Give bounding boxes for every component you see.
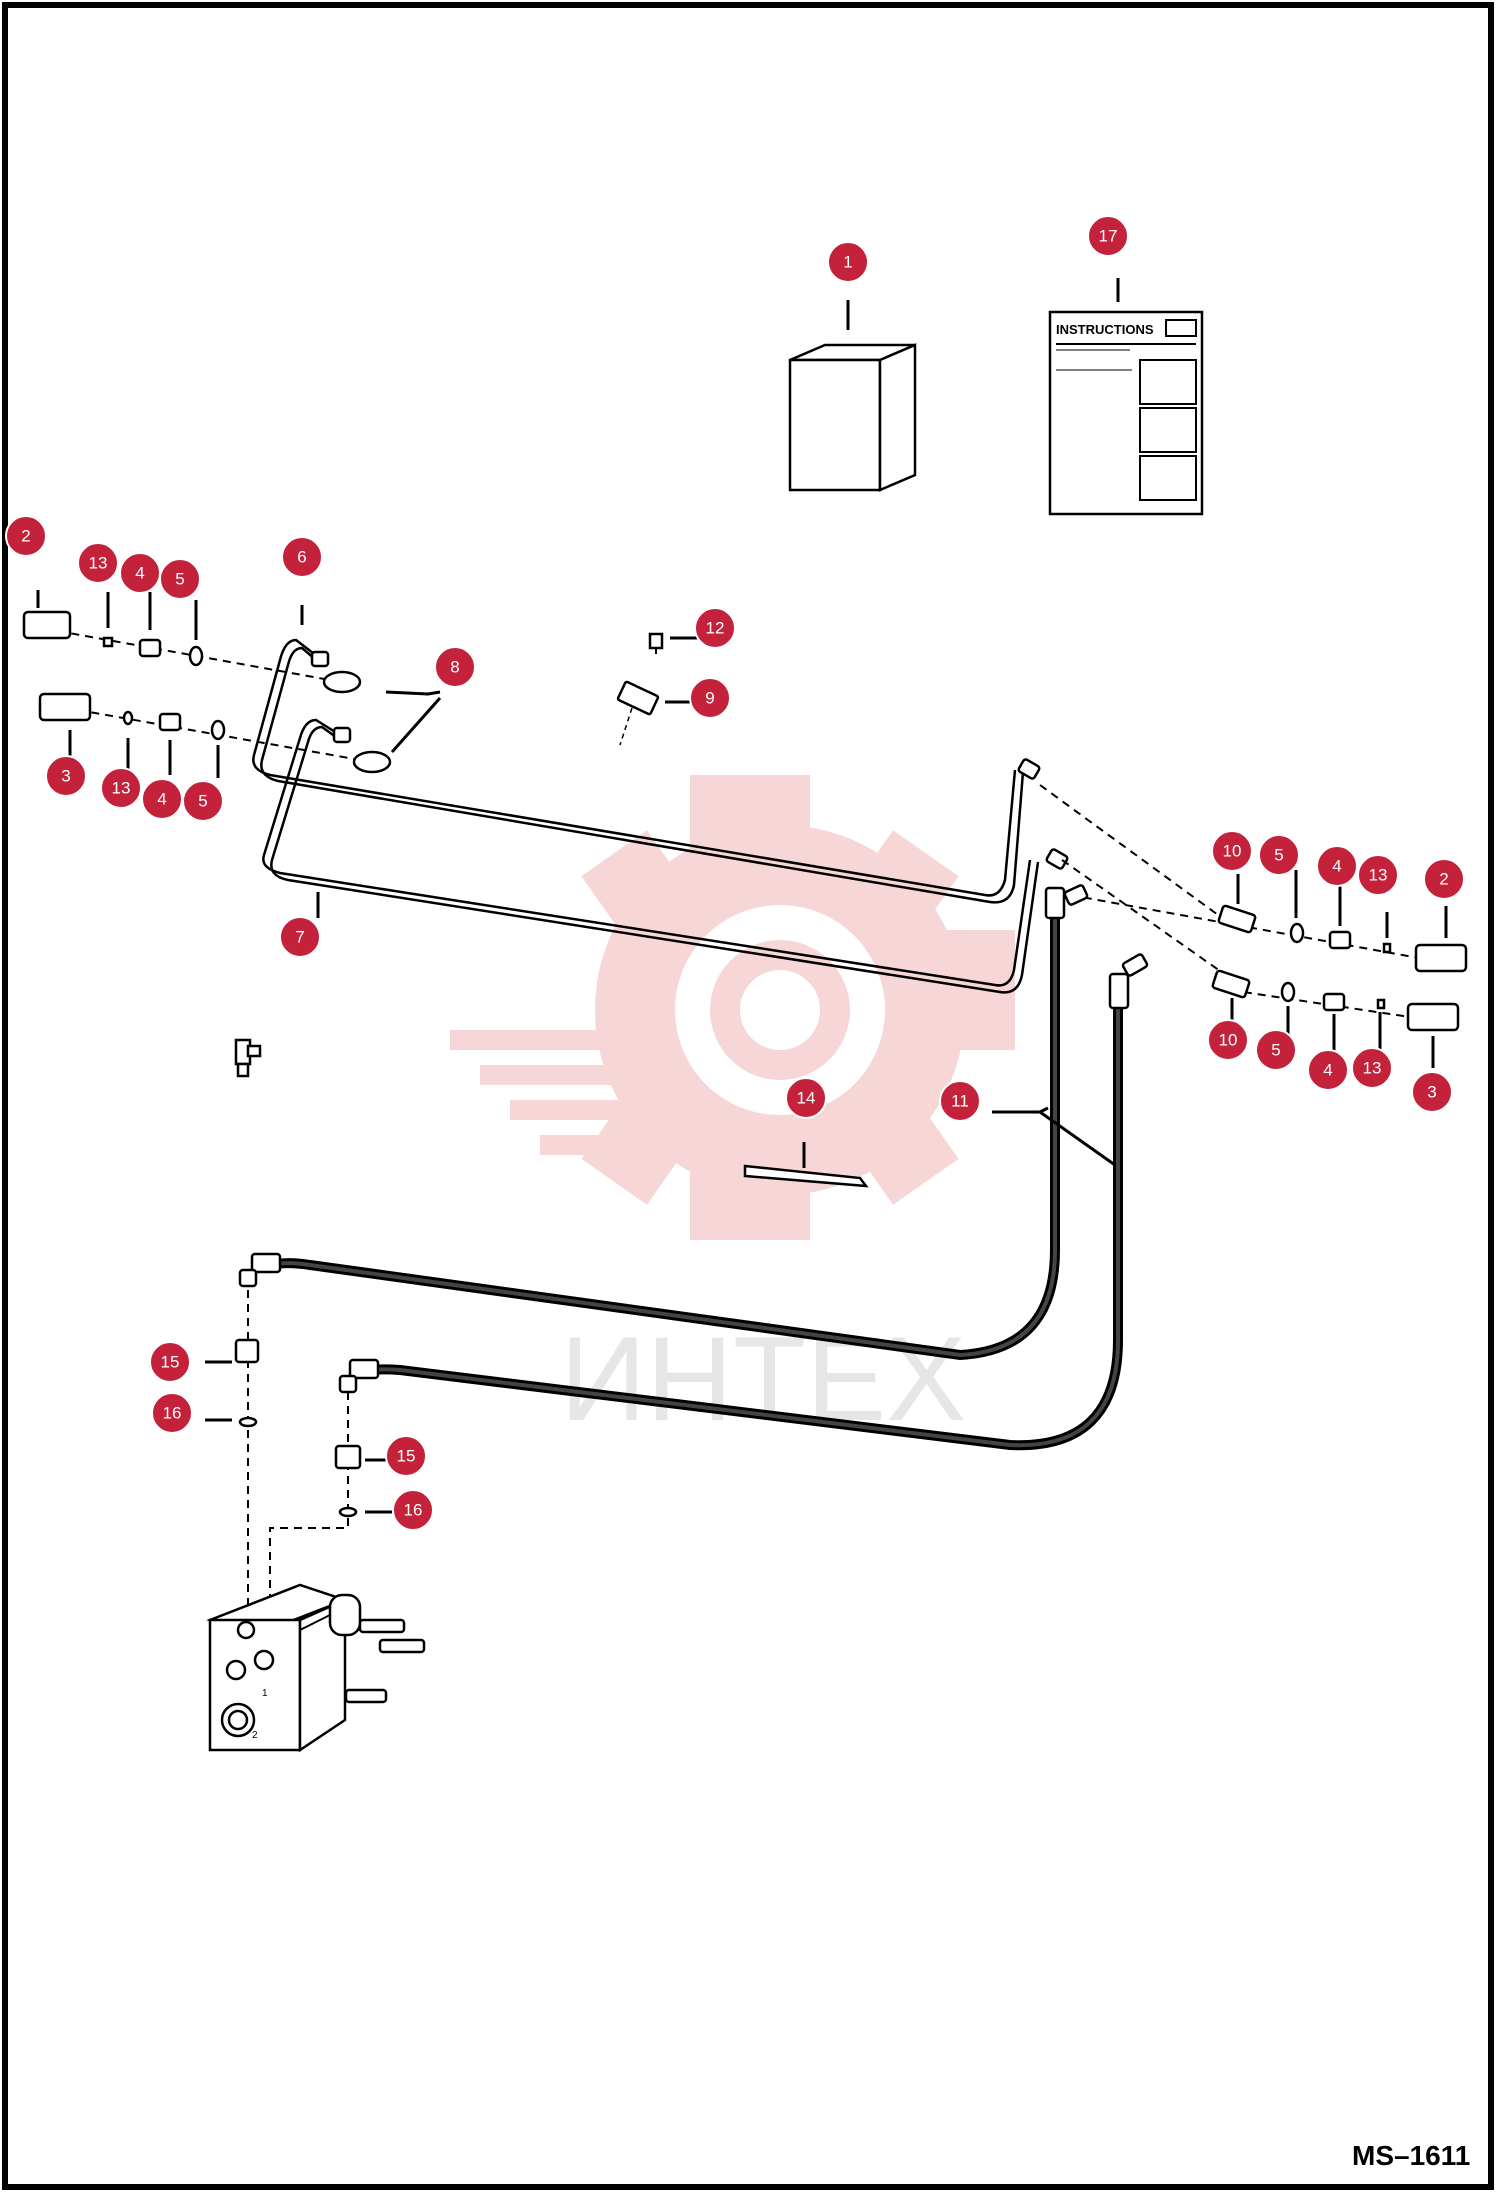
svg-text:4: 4 (1332, 857, 1341, 876)
callout-13[interactable]: 13 (77, 542, 119, 584)
svg-text:17: 17 (1099, 227, 1118, 246)
svg-text:3: 3 (1427, 1083, 1436, 1102)
svg-text:15: 15 (397, 1447, 416, 1466)
callout-14[interactable]: 14 (785, 1077, 827, 1119)
callout-13[interactable]: 13 (1351, 1047, 1393, 1089)
fitting-row-lower-left (38, 692, 392, 774)
callout-15[interactable]: 15 (385, 1435, 427, 1477)
callout-6[interactable]: 6 (281, 536, 323, 578)
svg-text:2: 2 (21, 527, 30, 546)
callout-5[interactable]: 5 (1255, 1029, 1297, 1071)
watermark-text: ИНТЕХ (560, 1312, 966, 1446)
callout-17[interactable]: 17 (1087, 215, 1129, 257)
svg-text:5: 5 (1274, 846, 1283, 865)
callout-4[interactable]: 4 (141, 778, 183, 820)
bracket-parts (616, 632, 664, 746)
callout-10[interactable]: 10 (1211, 830, 1253, 872)
port-label-1: 1 (262, 1688, 268, 1699)
callout-5[interactable]: 5 (1258, 834, 1300, 876)
svg-text:12: 12 (706, 619, 725, 638)
svg-text:16: 16 (163, 1404, 182, 1423)
svg-text:4: 4 (157, 790, 166, 809)
svg-text:16: 16 (404, 1501, 423, 1520)
callout-16[interactable]: 16 (392, 1489, 434, 1531)
svg-text:11: 11 (951, 1092, 969, 1111)
callout-2[interactable]: 2 (1423, 858, 1465, 900)
callout-5[interactable]: 5 (182, 780, 224, 822)
svg-text:13: 13 (89, 554, 108, 573)
svg-text:9: 9 (705, 689, 714, 708)
rigid-tubes (252, 638, 1069, 994)
callout-16[interactable]: 16 (151, 1392, 193, 1434)
callout-8[interactable]: 8 (434, 646, 476, 688)
callout-15[interactable]: 15 (149, 1341, 191, 1383)
callout-12[interactable]: 12 (694, 607, 736, 649)
svg-text:1: 1 (843, 253, 852, 272)
callout-10[interactable]: 10 (1207, 1019, 1249, 1061)
drawing-code: MS–1611 (1352, 2140, 1470, 2171)
instructions-title: INSTRUCTIONS (1056, 322, 1154, 337)
svg-text:3: 3 (61, 767, 70, 786)
svg-text:13: 13 (112, 779, 131, 798)
svg-text:4: 4 (1323, 1061, 1332, 1080)
callout-7[interactable]: 7 (279, 916, 321, 958)
cable-tie (743, 1164, 869, 1188)
callout-4[interactable]: 4 (1307, 1049, 1349, 1091)
svg-text:2: 2 (1439, 870, 1448, 889)
svg-text:7: 7 (295, 928, 304, 947)
hydraulic-hoses (238, 884, 1149, 1451)
callout-5[interactable]: 5 (159, 558, 201, 600)
callout-13[interactable]: 13 (100, 767, 142, 809)
svg-text:6: 6 (297, 548, 306, 567)
svg-text:10: 10 (1219, 1031, 1238, 1050)
valve-manifold: 1 2 (206, 1290, 426, 1753)
instructions-sheet: INSTRUCTIONS (1048, 310, 1204, 516)
callout-11[interactable]: 11 (939, 1080, 981, 1122)
svg-text:14: 14 (797, 1089, 816, 1108)
fitting-row-lower-right (1061, 859, 1460, 1032)
fitting-row-upper-left (22, 610, 362, 694)
svg-text:13: 13 (1363, 1059, 1382, 1078)
tee-fitting (234, 1038, 262, 1078)
svg-text:10: 10 (1223, 842, 1242, 861)
part-box (788, 343, 917, 492)
svg-text:5: 5 (198, 792, 207, 811)
svg-text:15: 15 (161, 1353, 180, 1372)
callout-3[interactable]: 3 (1411, 1071, 1453, 1113)
callout-4[interactable]: 4 (1316, 845, 1358, 887)
fitting-row-upper-right (1039, 784, 1468, 973)
svg-text:4: 4 (135, 564, 144, 583)
callout-1[interactable]: 1 (827, 241, 869, 283)
svg-text:5: 5 (175, 570, 184, 589)
callout-13[interactable]: 13 (1357, 854, 1399, 896)
svg-text:8: 8 (450, 658, 459, 677)
callout-3[interactable]: 3 (45, 755, 87, 797)
watermark-logo (450, 775, 1015, 1240)
port-label-2: 2 (252, 1730, 258, 1741)
svg-text:5: 5 (1271, 1041, 1280, 1060)
callout-2[interactable]: 2 (5, 515, 47, 557)
callout-9[interactable]: 9 (689, 677, 731, 719)
callout-4[interactable]: 4 (119, 552, 161, 594)
svg-text:13: 13 (1369, 866, 1388, 885)
